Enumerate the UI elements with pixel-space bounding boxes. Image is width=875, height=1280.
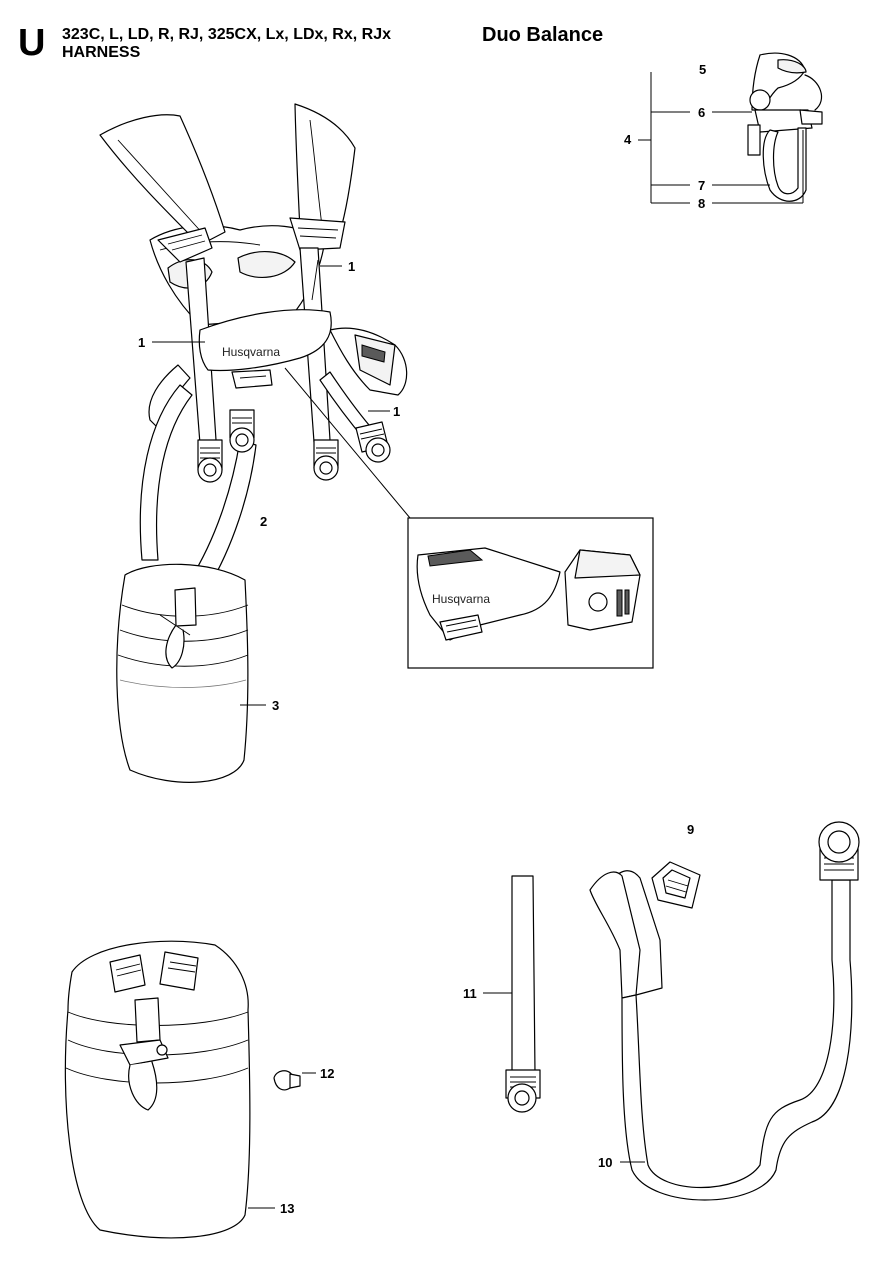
strap-part [505,875,541,1113]
callout-12: 12 [320,1066,334,1081]
buckle-part [651,861,701,909]
callout-7: 7 [698,178,705,193]
model-numbers: 323C, L, LD, R, RJ, 325CX, Lx, LDx, Rx, … [62,26,391,43]
long-strap-part [589,821,860,1201]
logo-pad-detail: Husqvarna [407,517,654,669]
callout-3: 3 [272,698,279,713]
callout-1-upper: 1 [348,259,355,274]
callout-11: 11 [463,986,477,1001]
hook-assembly [747,52,823,202]
callout-8: 8 [698,196,705,211]
callout-13: 13 [280,1201,294,1216]
harness-assembly: Husqvarna [99,103,411,783]
callout-9: 9 [687,822,694,837]
callout-5: 5 [699,62,706,77]
model-list: 323C, L, LD, R, RJ, 325CX, Lx, LDx, Rx, … [62,26,391,63]
screw-part [273,1070,301,1091]
callout-6: 6 [698,105,705,120]
callout-1-right: 1 [393,404,400,419]
hip-protector-part [64,940,251,1239]
strap-end-loops [197,409,391,483]
section-letter: U [18,22,46,64]
detail-logo: Husqvarna [432,592,490,606]
page-title: Duo Balance [482,24,604,46]
callout-labels: 1 1 1 2 3 4 5 6 7 8 9 10 11 12 13 [138,62,706,1216]
hip-protector [116,563,249,783]
callout-4: 4 [624,132,632,147]
harness-logo: Husqvarna [222,345,280,359]
callout-10: 10 [598,1155,612,1170]
callout-1-left: 1 [138,335,145,350]
section-subtitle: HARNESS [62,44,141,62]
callout-2: 2 [260,514,267,529]
